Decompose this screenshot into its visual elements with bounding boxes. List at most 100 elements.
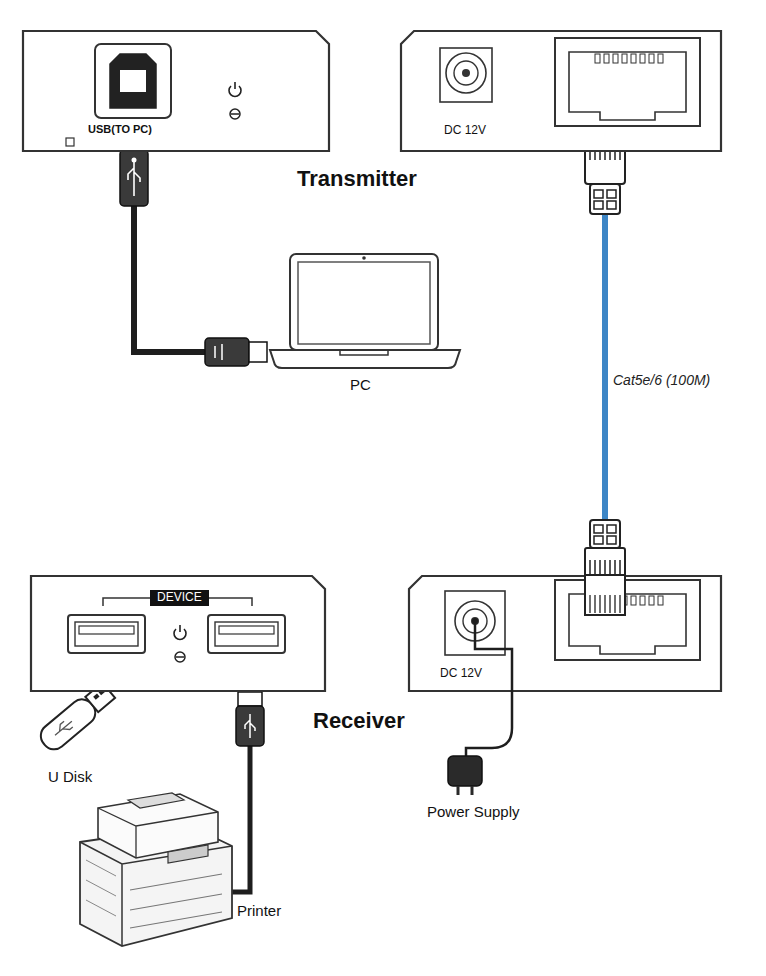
housing-outline [401, 31, 721, 151]
housing-detail [66, 44, 241, 146]
rj45-plug [607, 525, 616, 533]
power-cable [466, 692, 512, 756]
port-group-label: DEVICE [150, 590, 209, 606]
housing-detail [68, 615, 145, 653]
housing-detail [555, 38, 700, 126]
usb-cable [245, 714, 255, 738]
power-cable [448, 756, 482, 786]
housing-detail [120, 70, 146, 92]
laptop-pc [270, 254, 460, 368]
housing-detail [440, 38, 700, 126]
power-cable [458, 786, 472, 795]
housing-detail [234, 82, 236, 89]
housing-detail [658, 54, 663, 63]
power-input-label: DC 12V [440, 667, 482, 681]
housing-detail [471, 617, 479, 625]
rj45-plug [590, 184, 620, 214]
unit-title: Transmitter [297, 166, 417, 191]
printer [168, 845, 208, 863]
housing-detail [555, 580, 700, 660]
extender-unit-housing: DEVICE [30, 575, 326, 692]
rj45-plug [594, 201, 603, 209]
usb-cable [128, 160, 140, 196]
housing-detail [445, 575, 700, 692]
housing-detail [176, 656, 184, 658]
housing-detail [622, 54, 627, 63]
rj45-plug [590, 560, 620, 576]
cable-label: Cat5e/6 (100M) [613, 372, 710, 388]
housing-detail [472, 618, 478, 624]
housing-detail [95, 44, 171, 118]
laptop-pc [270, 350, 460, 368]
housing-detail [631, 54, 636, 63]
housing-detail [446, 53, 486, 93]
rj45-plug [585, 548, 625, 578]
usb-cable [120, 150, 148, 206]
housing-detail [631, 596, 636, 605]
housing-detail [613, 54, 618, 63]
housing-detail [66, 138, 74, 146]
rj45-plug [607, 536, 616, 544]
housing-detail [179, 625, 181, 632]
printer [128, 793, 184, 808]
housing-detail [75, 622, 138, 646]
ethernet-cable [602, 152, 608, 575]
laptop-pc [340, 350, 388, 355]
rj45-plug [594, 190, 603, 198]
housing-detail [68, 598, 285, 662]
usb-cable [205, 338, 249, 366]
power-input-label: DC 12V [444, 124, 486, 138]
extender-unit-housing: USB(TO PC) [22, 30, 330, 152]
usb-flash-drive [52, 717, 75, 739]
printer [80, 793, 232, 946]
housing-outline [22, 30, 330, 152]
housing-detail [619, 595, 620, 613]
housing-detail [462, 69, 470, 77]
housing-detail [175, 652, 185, 662]
laptop-pc [298, 262, 430, 344]
housing-detail [604, 595, 605, 613]
housing-detail [475, 621, 512, 692]
housing-detail [599, 595, 600, 613]
housing-detail [640, 596, 645, 605]
rj45-plug [607, 190, 616, 198]
usb-cable [228, 692, 264, 892]
housing-detail [79, 626, 134, 634]
housing-detail [454, 61, 478, 85]
extender-unit-housing: DC 12V [408, 575, 722, 692]
unit-title: Receiver [313, 708, 405, 733]
extender-unit-housing: DC 12V [400, 30, 722, 152]
housing-detail [219, 626, 274, 634]
rj45-plug [585, 520, 625, 578]
printer [130, 874, 222, 928]
port-label: USB(TO PC) [88, 123, 152, 136]
usb-cable [236, 706, 264, 746]
housing-detail [609, 595, 610, 613]
printer [80, 842, 232, 946]
rj45-plug [594, 525, 603, 533]
housing-detail [594, 595, 595, 613]
power-cable [448, 692, 512, 795]
printer [86, 860, 116, 916]
housing-detail [658, 596, 663, 605]
laptop-pc [362, 256, 366, 260]
housing-detail [110, 54, 156, 108]
rj45-plug [594, 536, 603, 544]
rj45-plug [590, 520, 620, 548]
housing-detail [440, 48, 492, 102]
rj45-plug [607, 201, 616, 209]
housing-detail [649, 54, 654, 63]
housing-detail [589, 595, 590, 613]
device-label: Power Supply [427, 803, 520, 820]
usb-cable [215, 344, 222, 360]
housing-detail [230, 109, 240, 119]
housing-detail [604, 54, 609, 63]
device-label: Printer [237, 902, 281, 919]
housing-detail [215, 622, 278, 646]
usb-cable [134, 205, 207, 352]
housing-detail [614, 595, 615, 613]
usb-cable [238, 692, 262, 706]
laptop-pc [290, 254, 438, 350]
usb-cable [132, 158, 137, 163]
